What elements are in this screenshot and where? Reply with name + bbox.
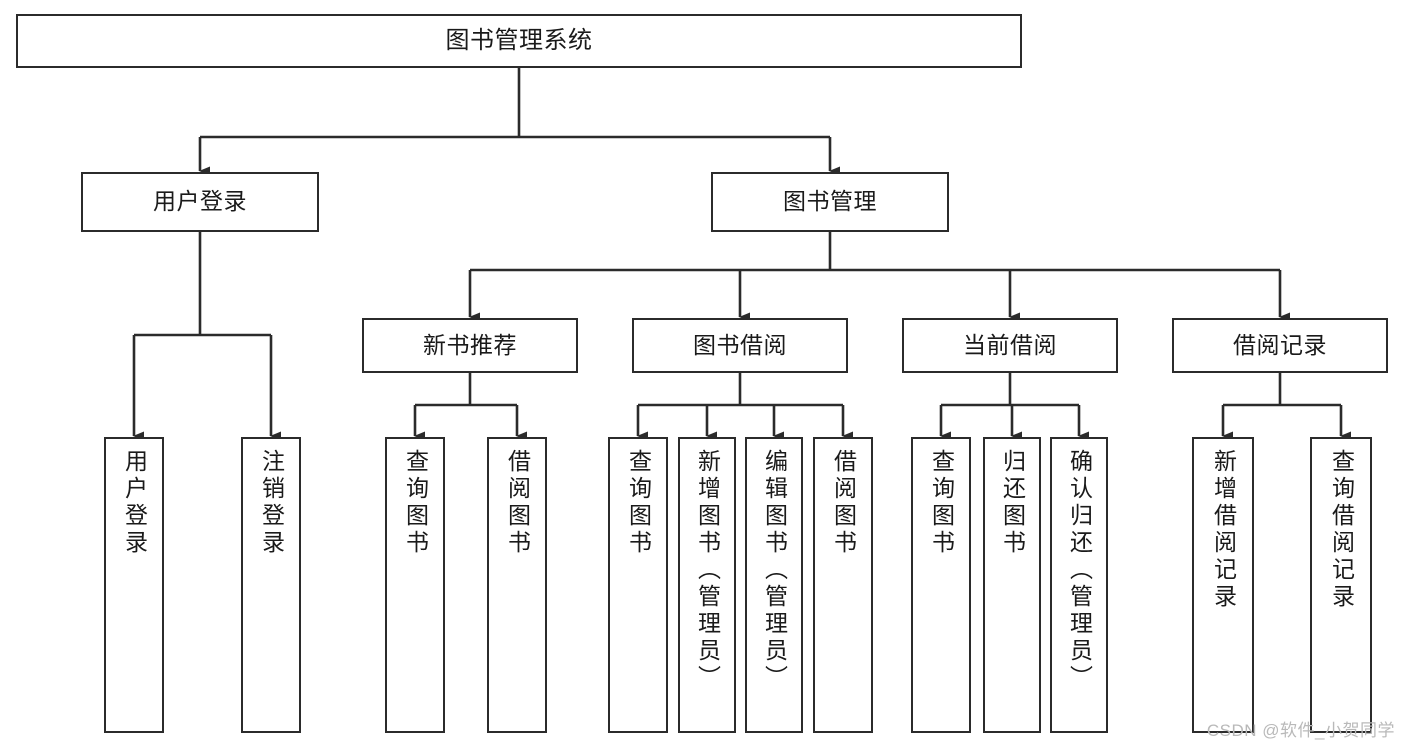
watermark: CSDN @软件_小贺同学 — [1206, 721, 1395, 740]
node-lf-edit[interactable]: 编辑图书（管理员） — [745, 437, 803, 733]
node-label: 新书推荐 — [423, 331, 517, 358]
node-lf-login[interactable]: 用户登录 — [104, 437, 164, 733]
node-lf-logout[interactable]: 注销登录 — [241, 437, 301, 733]
edge-group — [132, 68, 1351, 441]
node-l1-book[interactable]: 图书管理 — [711, 172, 949, 232]
node-lf-qrec[interactable]: 查询借阅记录 — [1310, 437, 1372, 733]
node-lf-conf[interactable]: 确认归还（管理员） — [1050, 437, 1108, 733]
node-lf-addrec[interactable]: 新增借阅记录 — [1192, 437, 1254, 733]
node-lf-q3[interactable]: 查询图书 — [911, 437, 971, 733]
node-label: 查询图书 — [402, 449, 429, 557]
node-label: 查询图书 — [928, 449, 955, 557]
node-label: 借阅图书 — [504, 449, 531, 557]
node-label: 用户登录 — [121, 449, 148, 557]
node-label: 确认归还（管理员） — [1066, 449, 1093, 692]
node-l1-login[interactable]: 用户登录 — [81, 172, 319, 232]
node-label: 查询图书 — [625, 449, 652, 557]
node-lf-q2[interactable]: 查询图书 — [608, 437, 668, 733]
node-label: 注销登录 — [258, 449, 285, 557]
node-label: 归还图书 — [999, 449, 1026, 557]
node-label: 编辑图书（管理员） — [761, 449, 788, 692]
node-root[interactable]: 图书管理系统 — [16, 14, 1022, 68]
node-label: 当前借阅 — [963, 331, 1057, 358]
node-label: 新增借阅记录 — [1210, 449, 1237, 611]
node-label: 图书管理 — [783, 188, 877, 215]
node-label: 借阅记录 — [1233, 331, 1327, 358]
node-lf-b2[interactable]: 借阅图书 — [813, 437, 873, 733]
node-l2-borrow[interactable]: 图书借阅 — [632, 318, 848, 373]
node-l2-record[interactable]: 借阅记录 — [1172, 318, 1388, 373]
node-label: 借阅图书 — [830, 449, 857, 557]
node-label: 查询借阅记录 — [1328, 449, 1355, 611]
node-label: 用户登录 — [153, 188, 247, 215]
node-label: 新增图书（管理员） — [694, 449, 721, 692]
node-lf-add[interactable]: 新增图书（管理员） — [678, 437, 736, 733]
node-label: 图书管理系统 — [445, 26, 593, 54]
node-lf-ret[interactable]: 归还图书 — [983, 437, 1041, 733]
node-l2-new[interactable]: 新书推荐 — [362, 318, 578, 373]
node-label: 图书借阅 — [693, 331, 787, 358]
node-lf-q1[interactable]: 查询图书 — [385, 437, 445, 733]
node-lf-b1[interactable]: 借阅图书 — [487, 437, 547, 733]
node-l2-current[interactable]: 当前借阅 — [902, 318, 1118, 373]
